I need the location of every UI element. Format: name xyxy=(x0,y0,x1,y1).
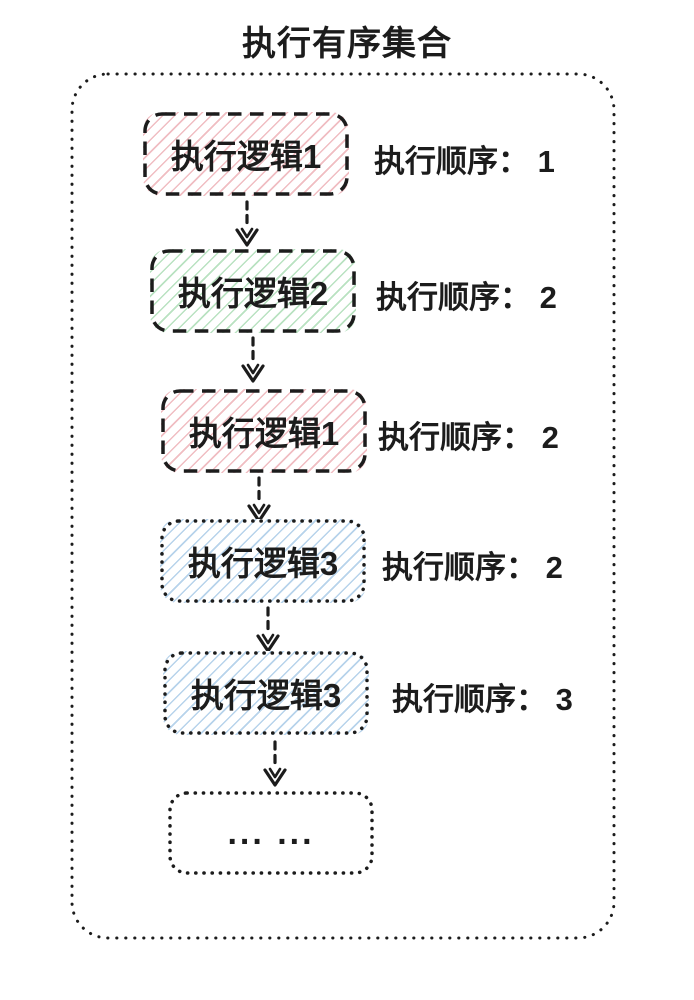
order-label-3: 执行顺序： 2 xyxy=(378,420,559,455)
order-label-4: 执行顺序： 2 xyxy=(382,550,563,585)
order-label-1: 执行顺序： 1 xyxy=(374,144,555,179)
order-label-2: 执行顺序： 2 xyxy=(376,280,557,315)
dashed-border xyxy=(150,249,356,333)
diagram-title: 执行有序集合 xyxy=(242,25,452,63)
logic-box-4-label: 执行逻辑3 xyxy=(187,545,339,582)
flow-arrow-4 xyxy=(256,606,280,653)
dotted-border xyxy=(160,519,366,603)
logic-box-1: 执行逻辑1 xyxy=(143,112,349,196)
dotted-border xyxy=(163,651,369,735)
order-label-5: 执行顺序： 3 xyxy=(392,682,573,717)
dotted-border xyxy=(168,791,374,875)
dashed-border xyxy=(161,389,367,473)
logic-box-4: 执行逻辑3 xyxy=(160,519,366,603)
logic-box-1-label: 执行逻辑1 xyxy=(170,138,322,175)
logic-box-3-label: 执行逻辑1 xyxy=(188,415,340,452)
logic-box-5-label: 执行逻辑3 xyxy=(190,677,342,714)
ordered-set-container-border xyxy=(70,72,616,940)
flow-arrow-1 xyxy=(235,200,259,247)
flow-arrow-2 xyxy=(241,336,265,383)
flow-arrow-5 xyxy=(263,740,287,787)
logic-box-3: 执行逻辑1 xyxy=(161,389,367,473)
flow-arrow-3 xyxy=(247,476,271,523)
logic-box-2: 执行逻辑2 xyxy=(150,249,356,333)
ellipsis-box: ... ... xyxy=(168,791,374,875)
logic-box-5: 执行逻辑3 xyxy=(163,651,369,735)
logic-box-2-label: 执行逻辑2 xyxy=(177,275,329,312)
ellipsis-box-label: ... ... xyxy=(227,813,315,852)
dashed-border xyxy=(143,112,349,196)
